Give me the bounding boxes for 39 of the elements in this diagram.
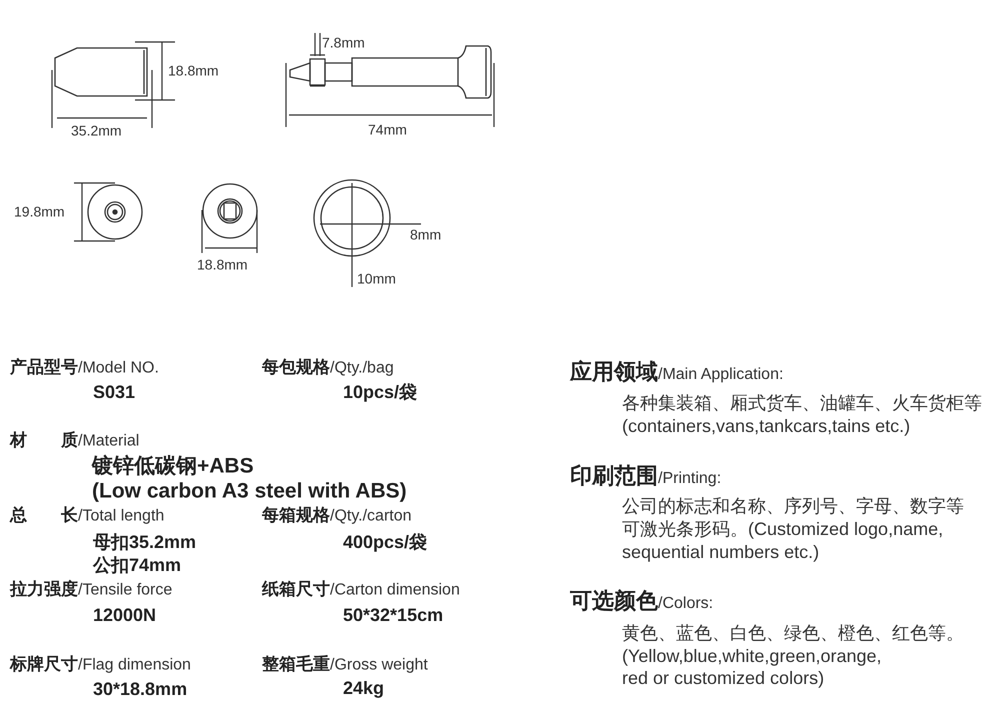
spec-value: 30*18.8mm: [93, 680, 188, 700]
dimension-label: 18.8mm: [168, 63, 219, 79]
spec-value: S031: [93, 383, 136, 403]
spec-heading: 材 质/Material: [10, 432, 140, 450]
spec-heading: 整箱毛重/Gross weight: [262, 656, 428, 674]
dimension-label: 10mm: [357, 271, 396, 287]
body-text: sequential numbers etc.): [622, 543, 820, 563]
spec-heading: 标牌尺寸/Flag dimension: [10, 656, 191, 674]
body-text: (Yellow,blue,white,green,orange,: [622, 647, 882, 667]
dimension-label: 7.8mm: [322, 35, 365, 51]
body-text: (containers,vans,tankcars,tains etc.): [622, 417, 910, 437]
dimension-label: 8mm: [410, 227, 442, 243]
spec-heading: 产品型号/Model NO.: [10, 358, 159, 378]
spec-value: 50*32*15cm: [343, 606, 444, 626]
dimension-label: 19.8mm: [14, 204, 65, 220]
spec-heading: 总 长/Total length: [10, 506, 164, 526]
spec-value: 公扣74mm: [93, 556, 182, 576]
body-text: 各种集装箱、厢式货车、油罐车、火车货柜等: [622, 394, 982, 414]
section-heading: 应用领域/Main Application:: [570, 360, 784, 384]
body-text: 可激光条形码。(Customized logo,name,: [622, 520, 944, 540]
spec-value: (Low carbon A3 steel with ABS): [92, 479, 407, 503]
section-heading: 印刷范围/Printing:: [570, 464, 722, 488]
dimension-label: 18.8mm: [197, 257, 248, 273]
spec-value: 镀锌低碳钢+ABS: [92, 454, 254, 478]
section-heading: 可选颜色/Colors:: [570, 588, 714, 614]
spec-value: 12000N: [93, 606, 156, 626]
dimension-label: 35.2mm: [71, 123, 122, 139]
body-text: 黄色、蓝色、白色、绿色、橙色、红色等。: [622, 624, 964, 644]
body-text: red or customized colors): [622, 669, 824, 689]
spec-heading: 纸箱尺寸/Carton dimension: [262, 580, 460, 600]
spec-value: 400pcs/袋: [343, 533, 428, 553]
spec-heading: 拉力强度/Tensile force: [10, 580, 172, 600]
dimension-label: 74mm: [368, 122, 407, 138]
spec-heading: 每包规格/Qty./bag: [262, 358, 394, 378]
spec-value: 24kg: [343, 679, 384, 699]
spec-value: 母扣35.2mm: [93, 533, 196, 553]
spec-heading: 每箱规格/Qty./carton: [262, 506, 412, 526]
spec-value: 10pcs/袋: [343, 383, 418, 403]
body-text: 公司的标志和名称、序列号、字母、数字等: [622, 497, 964, 517]
